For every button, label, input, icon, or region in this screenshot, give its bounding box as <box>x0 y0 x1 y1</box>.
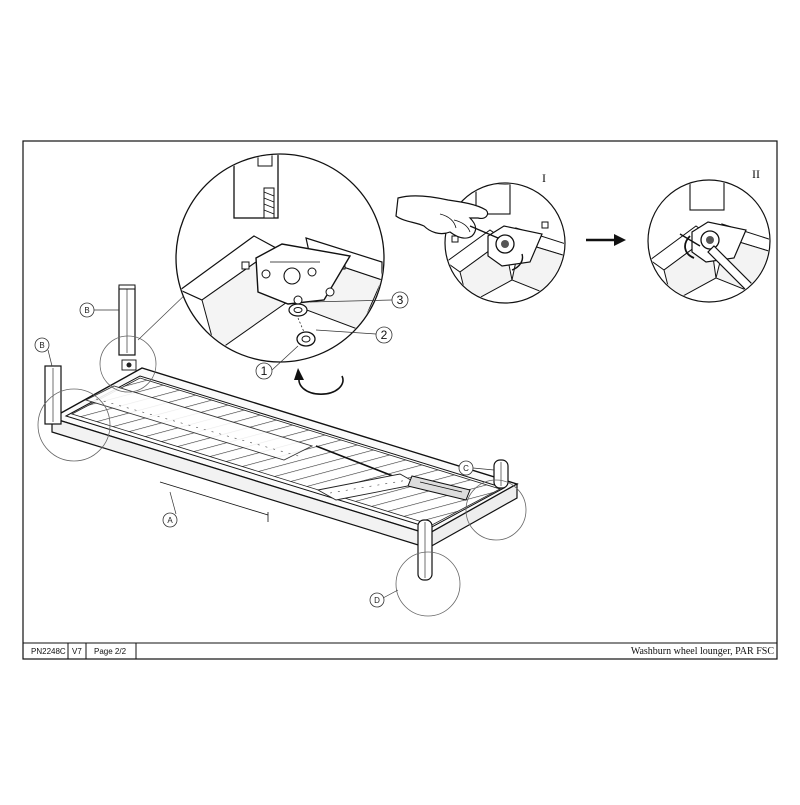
svg-text:1: 1 <box>261 364 268 378</box>
hand-icon <box>395 195 499 239</box>
page-indicator: Page 2/2 <box>94 647 127 656</box>
step-ii-detail-view: II <box>647 167 771 303</box>
part-number: PN2248C <box>31 647 66 656</box>
drawing-border <box>22 140 778 660</box>
rotate-clockwise-icon <box>294 368 344 395</box>
detail-leader-line <box>137 289 191 341</box>
svg-text:2: 2 <box>381 328 388 342</box>
svg-text:A: A <box>167 516 173 525</box>
version-label: V7 <box>72 647 82 656</box>
lounger-frame <box>50 367 519 550</box>
detail-circle-wheel-d <box>395 551 461 617</box>
callout-b-left: B <box>34 337 53 367</box>
detail-circle-wheel-c <box>465 479 527 541</box>
step-2-callout: 2 <box>315 326 393 344</box>
callout-b-top: B <box>79 302 119 318</box>
step-i-detail-view: I <box>395 171 566 304</box>
leg-b-top <box>118 284 136 356</box>
step-1-callout: 1 <box>255 345 299 380</box>
detail-circle-top-corner <box>99 335 157 393</box>
svg-text:B: B <box>84 306 89 315</box>
svg-text:B: B <box>39 341 44 350</box>
step-i-label: I <box>542 171 546 185</box>
svg-text:D: D <box>374 596 380 605</box>
svg-text:C: C <box>463 464 469 473</box>
leg-b-left <box>44 365 62 425</box>
callout-a: A <box>162 491 178 528</box>
callout-d: D <box>369 589 399 608</box>
next-step-arrow-icon <box>586 234 626 246</box>
svg-text:3: 3 <box>397 293 404 307</box>
step-ii-label: II <box>752 167 760 181</box>
step-3-callout: 3 <box>309 291 409 309</box>
fastener-detail-view <box>175 153 385 363</box>
wheel-d <box>417 519 433 581</box>
product-title: Washburn wheel lounger, PAR FSC <box>630 646 774 657</box>
callout-c: C <box>458 460 495 476</box>
wheel-c <box>493 459 509 489</box>
detail-circle-left-corner <box>37 388 111 462</box>
